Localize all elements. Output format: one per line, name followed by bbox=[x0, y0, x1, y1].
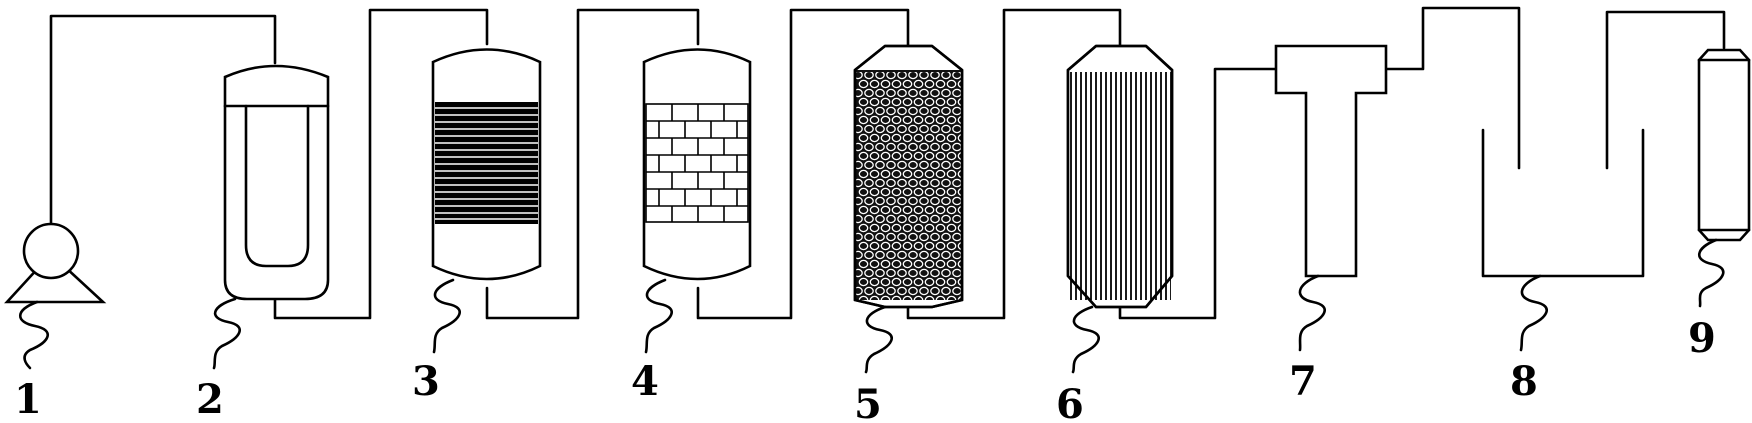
tube-bundle-column bbox=[1066, 44, 1174, 309]
label-8: 8 bbox=[1510, 358, 1538, 405]
label-6: 6 bbox=[1056, 381, 1084, 423]
leader-2 bbox=[212, 297, 241, 370]
label-4: 4 bbox=[631, 358, 659, 405]
leader-5 bbox=[864, 305, 893, 374]
t-separator bbox=[1274, 44, 1388, 278]
leader-8 bbox=[1519, 274, 1548, 352]
label-2: 2 bbox=[196, 376, 224, 423]
leader-9 bbox=[1698, 238, 1725, 308]
pellet-pattern bbox=[855, 72, 962, 300]
packing-lines bbox=[435, 107, 538, 220]
leader-4 bbox=[644, 278, 673, 354]
packed-column-brick bbox=[642, 48, 752, 281]
leader-1 bbox=[18, 300, 49, 370]
pipe-8-to-9 bbox=[1605, 10, 1726, 170]
pipes bbox=[49, 6, 1726, 320]
u-tube-vessel bbox=[223, 64, 330, 301]
leader-6 bbox=[1071, 305, 1100, 374]
open-tank bbox=[1481, 128, 1645, 278]
pipe-6-to-7 bbox=[1118, 67, 1278, 320]
pipe-5-to-6 bbox=[906, 8, 1122, 320]
label-7: 7 bbox=[1289, 358, 1317, 405]
collector-cylinder bbox=[1697, 48, 1751, 242]
packed-column-fine bbox=[431, 48, 542, 281]
number-labels: 1 2 3 4 5 6 7 8 9 bbox=[14, 315, 1716, 423]
pipe-1-to-2 bbox=[49, 14, 277, 226]
leader-7 bbox=[1298, 274, 1326, 352]
leader-3 bbox=[432, 278, 461, 354]
label-5: 5 bbox=[854, 381, 882, 423]
pipe-3-to-4 bbox=[485, 8, 700, 320]
label-1: 1 bbox=[14, 376, 42, 423]
pellet-bed-column bbox=[853, 44, 964, 309]
pipe-4-to-5 bbox=[696, 8, 910, 320]
label-3: 3 bbox=[412, 358, 440, 405]
pipe-7-to-8 bbox=[1384, 6, 1521, 170]
label-9: 9 bbox=[1688, 315, 1716, 362]
brick-packing bbox=[645, 103, 749, 223]
leader-lines bbox=[18, 238, 1725, 374]
pump bbox=[4, 222, 107, 304]
pipe-2-to-3 bbox=[273, 8, 489, 320]
tube-pattern bbox=[1070, 72, 1171, 300]
